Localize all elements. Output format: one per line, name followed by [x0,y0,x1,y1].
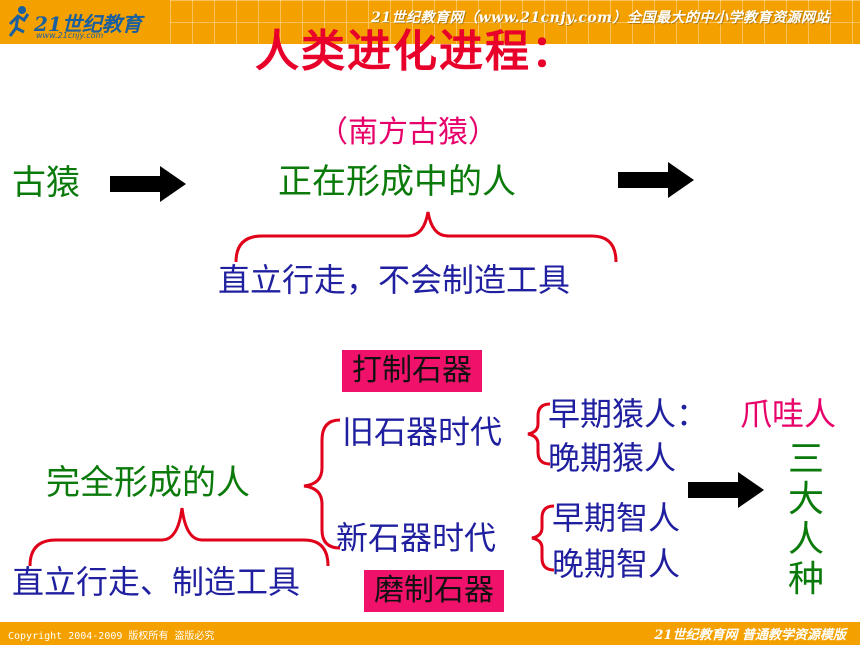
header-slogan: 21世纪教育网（www.21cnjy.com）全国最大的中小学教育资源网站 [371,10,830,26]
footer-brand: 21世纪教育网 普通教学资源模版 [654,628,846,643]
arrow-right-icon [688,472,764,508]
arrow-right-icon [110,166,186,202]
tag-chipped-stone: 打制石器 [342,350,482,392]
brace-paleolithic [527,402,551,466]
tag-polished-stone: 磨制石器 [364,570,504,612]
arrow-right-icon [618,162,694,198]
brace-forming-human [234,211,618,263]
stage-southern-ape-note: （南方古猿） [318,115,498,150]
copyright-text: Copyright 2004-2009 版权所有 盗版必究 [8,631,215,642]
java-man: 爪哇人 [740,395,837,433]
stage-forming-human: 正在形成中的人 [278,162,516,202]
logo-text: 21世纪教育 [34,12,142,36]
header-grid-decoration [170,0,860,44]
footer-bar: Copyright 2004-2009 版权所有 盗版必究 21世纪教育网 普通… [0,622,860,645]
header-bar: 21世纪教育 www.21cnjy.com 21世纪教育网（www.21cnjy… [0,0,860,44]
three-races: 三大人种 [787,439,824,600]
paleolithic-age: 旧石器时代 [342,413,503,451]
brace-neolithic [531,504,555,572]
runner-logo-icon [8,6,30,37]
brace-ages [303,418,341,550]
forming-human-feature: 直立行走，不会制造工具 [218,261,571,299]
late-ape-man: 晚期猿人 [548,439,677,477]
logo-url: www.21cnjy.com [36,31,104,40]
stage-complete-human: 完全形成的人 [46,463,250,503]
site-logo[interactable]: 21世纪教育 www.21cnjy.com [6,4,156,40]
early-homo-sapiens: 早期智人 [552,499,681,537]
brace-complete-human [28,507,330,567]
stage-ancient-ape: 古猿 [12,163,80,203]
neolithic-age: 新石器时代 [336,519,497,557]
early-ape-man: 早期猿人： [548,395,709,433]
page-title: 人类进化进程： [255,26,577,77]
complete-human-feature: 直立行走、制造工具 [12,563,301,601]
late-homo-sapiens: 晚期智人 [552,545,681,583]
